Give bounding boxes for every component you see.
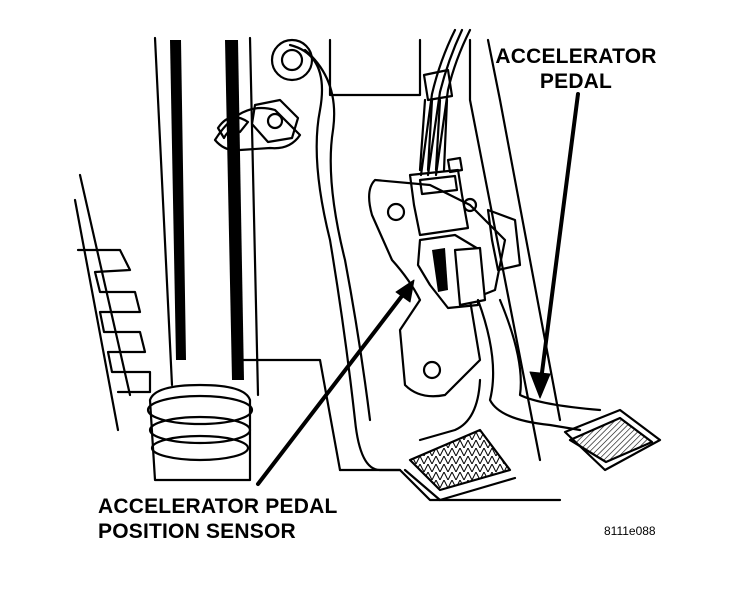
pedal-callout-arrowhead: [529, 371, 551, 399]
connector-latch: [418, 174, 459, 196]
pedal-support-arm: [288, 43, 402, 472]
sensor-shading: [432, 248, 448, 292]
column-boot: [76, 248, 152, 394]
nut-center: [266, 112, 284, 130]
column-collar: [146, 394, 254, 426]
column-shading: [225, 40, 244, 380]
brake-pedal-pad: [408, 428, 512, 492]
mount-bracket: [213, 106, 302, 152]
mount-bolt-upper: [386, 202, 406, 222]
column-shading-2: [170, 40, 186, 360]
sensor-side-connector: [486, 208, 522, 272]
sensor-callout-leader: [256, 290, 407, 486]
callout-sensor-line1: ACCELERATOR PEDAL: [98, 495, 338, 518]
connector-tab: [446, 156, 464, 174]
pedal-arm-lower: [418, 378, 482, 442]
callout-sensor-line2: POSITION SENSOR: [98, 520, 296, 543]
column-collar-3: [150, 434, 250, 462]
pivot-boss-inner: [280, 48, 304, 72]
sensor-body: [416, 233, 482, 310]
steering-column: [73, 36, 260, 432]
wires-lower: [418, 98, 449, 172]
column-collar-2: [148, 415, 252, 445]
wire-harness: [419, 28, 472, 177]
pedal-support-arm-inner: [303, 48, 372, 422]
callout-pedal-line2: PEDAL: [539, 70, 613, 93]
mount-bolt-lower: [422, 360, 442, 380]
pedal-pad-face: [568, 416, 654, 464]
sensor-mount-plate: [368, 178, 507, 398]
sensor-cover: [453, 246, 487, 307]
mount-bolt-right: [462, 197, 478, 213]
sensor-callout-arrowhead: [395, 279, 415, 303]
accelerator-pedal-callout: ACCELERATOR PEDAL: [468, 44, 684, 94]
hex-nut: [250, 98, 300, 144]
harness-clip: [422, 68, 454, 102]
pedal-pad: [563, 408, 662, 472]
pedal-callout-leader: [538, 92, 580, 390]
floor-carpet: [338, 468, 562, 502]
firewall-edge: [328, 38, 422, 97]
panel-edge-2: [486, 38, 562, 422]
pivot-boss: [270, 38, 314, 82]
callout-pedal-line1: ACCELERATOR: [495, 45, 657, 68]
figure-id: 8111e088: [604, 524, 656, 538]
pedal-lever: [476, 298, 602, 432]
clip: [216, 116, 250, 140]
column-tube: [148, 383, 252, 482]
connector: [408, 168, 470, 237]
panel-edge: [468, 38, 542, 462]
floor-edge: [238, 358, 342, 472]
pedal-position-sensor-callout: ACCELERATOR PEDAL POSITION SENSOR: [98, 494, 337, 544]
